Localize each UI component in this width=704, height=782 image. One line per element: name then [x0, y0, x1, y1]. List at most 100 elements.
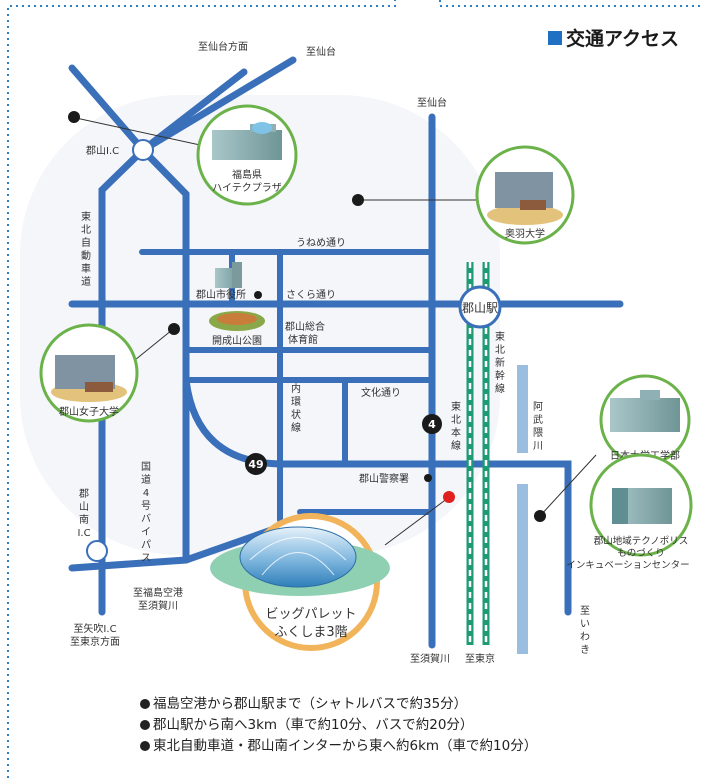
svg-text:隈: 隈	[533, 427, 543, 439]
svg-text:山: 山	[79, 501, 89, 513]
city-hall-label: 郡山市役所	[196, 288, 246, 301]
route-4-badge	[422, 414, 442, 434]
svg-text:道: 道	[141, 473, 151, 486]
sakura-street-label: さくら通り	[286, 289, 336, 301]
svg-text:阿: 阿	[533, 401, 543, 413]
svg-text:自: 自	[81, 236, 91, 249]
route4-bypass-label: 国 道 4 号 バ イ パ ス	[141, 461, 151, 564]
access-title-text: 交通アクセス	[566, 28, 680, 50]
hitech-plaza-label-1: 福島県	[232, 168, 262, 181]
koriyama-ic-label: 郡山I.C	[86, 145, 119, 157]
womens-university-bubble: 郡山女子大学	[39, 323, 139, 423]
ou-university-label: 奥羽大学	[505, 227, 545, 240]
svg-text:道: 道	[81, 275, 91, 288]
tohoku-main-line-label: 東 北 本 線	[451, 400, 461, 452]
access-note-text: 東北自動車道・郡山南インターから東へ約6km（車で約10分）	[153, 738, 538, 754]
route-4-label: 4	[428, 418, 436, 431]
to-fukushima-airport-label: 至福島空港	[133, 586, 183, 599]
svg-text:ス: ス	[141, 553, 151, 564]
big-palette-venue: ビッグパレット ふくしま3階	[210, 513, 390, 651]
svg-text:至: 至	[580, 605, 590, 617]
koriyama-ic-marker	[132, 139, 154, 161]
svg-text:4: 4	[143, 488, 149, 499]
route-49-label: 49	[248, 458, 263, 471]
svg-text:動: 動	[81, 249, 91, 262]
access-note: 郡山駅から南へ3km（車で約10分、バスで約20分）	[140, 715, 660, 736]
to-iwaki-label: 至 い わ き	[580, 605, 590, 656]
to-sukagawa-bottom-label: 至須賀川	[410, 653, 450, 665]
to-sendai-right-label: 至仙台	[417, 96, 447, 109]
svg-text:東: 東	[81, 210, 91, 223]
technopolis-label-3: インキュベーションセンター	[566, 560, 689, 571]
access-note-text: 福島空港から郡山駅まで（シャトルバスで約35分）	[153, 696, 468, 712]
leader-lines	[75, 117, 597, 546]
tohoku-expressway-label: 東 北 自 動 車 道	[81, 210, 91, 288]
to-sendai-upper-label: 至仙台	[306, 45, 336, 58]
svg-text:い: い	[580, 619, 590, 630]
svg-text:北: 北	[495, 344, 505, 356]
womens-university-label: 郡山女子大学	[59, 405, 119, 418]
venue-name: ビッグパレット	[265, 607, 356, 622]
svg-text:南: 南	[79, 513, 89, 526]
kaiseizan-park-label: 開成山公園	[212, 335, 262, 347]
route-49-badge	[245, 453, 267, 475]
bullet-icon	[140, 741, 150, 751]
to-yabuki-ic-label: 至矢吹I.C	[73, 622, 116, 635]
koriyama-station-marker	[458, 285, 502, 329]
svg-text:I.C: I.C	[77, 528, 90, 539]
koriyama-minami-ic-label: 郡 山 南 I.C	[77, 488, 90, 539]
hitech-plaza-label-2: ハイテクプラザ	[212, 182, 282, 194]
technopolis-bubble: 郡山地域テクノポリス ものづくり インキュベーションセンター	[566, 453, 693, 571]
leader-dots	[68, 111, 546, 522]
unume-street-label: うねめ通り	[296, 237, 346, 249]
svg-text:北: 北	[81, 224, 91, 236]
access-title: 交通アクセス	[548, 24, 679, 51]
svg-text:線: 線	[291, 421, 301, 434]
svg-text:環: 環	[291, 396, 301, 408]
svg-text:武: 武	[533, 413, 543, 426]
title-square-icon	[548, 30, 562, 45]
inner-ring-label: 内 環 状 線	[291, 382, 301, 434]
abukuma-river	[517, 365, 528, 654]
svg-text:川: 川	[533, 441, 543, 452]
bullet-icon	[140, 720, 150, 730]
svg-text:状: 状	[291, 408, 301, 421]
svg-text:車: 車	[81, 262, 91, 275]
svg-text:線: 線	[495, 382, 505, 395]
svg-text:内: 内	[291, 382, 301, 395]
svg-text:東: 東	[451, 400, 461, 413]
svg-text:イ: イ	[141, 527, 151, 538]
tohoku-shinkansen-label: 東 北 新 幹 線	[495, 330, 505, 395]
city-hall: 郡山市役所	[196, 262, 246, 301]
venue-floor: ふくしま3階	[274, 625, 347, 640]
access-note: 東北自動車道・郡山南インターから東へ約6km（車で約10分）	[140, 736, 660, 757]
svg-text:き: き	[580, 644, 590, 656]
hitech-plaza-bubble: 福島県 ハイテクプラザ	[196, 104, 298, 206]
svg-text:幹: 幹	[495, 369, 505, 382]
svg-text:本: 本	[451, 426, 461, 439]
svg-text:号: 号	[141, 500, 151, 512]
svg-text:線: 線	[451, 439, 461, 452]
gymnasium-label-2: 体育館	[288, 333, 318, 346]
svg-text:パ: パ	[141, 539, 151, 551]
bullet-icon	[140, 699, 150, 709]
access-note-text: 郡山駅から南へ3km（車で約10分、バスで約20分）	[153, 717, 474, 733]
bunka-street-label: 文化通り	[361, 386, 401, 399]
to-sukagawa-left-label: 至須賀川	[138, 600, 178, 612]
technopolis-label-2: ものづくり	[617, 548, 665, 559]
kaiseizan-park: 開成山公園	[209, 311, 265, 347]
to-tokyo-bottom-label: 至東京	[465, 652, 495, 665]
dotted-frame	[7, 0, 704, 778]
koriyama-minami-ic-marker	[86, 540, 108, 562]
ou-university-bubble: 奥羽大学	[475, 145, 575, 245]
abukuma-river-label: 阿 武 隈 川	[533, 401, 543, 452]
venue-marker	[443, 491, 455, 503]
to-sendai-direction-label: 至仙台方面	[198, 40, 248, 53]
svg-text:国: 国	[141, 461, 151, 473]
technopolis-label-1: 郡山地域テクノポリス	[594, 535, 688, 547]
svg-text:新: 新	[495, 356, 505, 369]
svg-text:わ: わ	[580, 631, 590, 643]
road-network	[68, 56, 624, 649]
koriyama-station-label: 郡山駅	[462, 301, 498, 315]
